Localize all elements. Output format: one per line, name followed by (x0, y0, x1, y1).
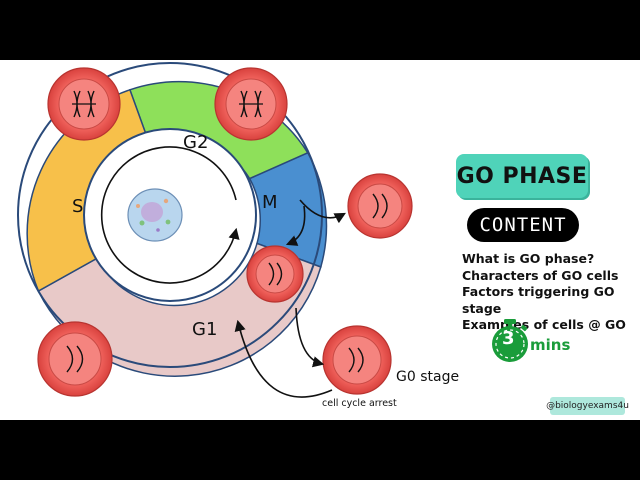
phase-label-g2: G2 (183, 132, 208, 153)
arrow-g0-to-g1 (234, 319, 333, 398)
cell-g2-phase (214, 67, 288, 141)
arrow-m-to-g1-cell (285, 205, 306, 246)
cell-g0-stage (322, 325, 392, 395)
cell-cycle-diagram: G2 M G1 S (17, 62, 413, 398)
timer-unit: mins (530, 336, 571, 354)
inner-cycle-arrow (100, 146, 240, 284)
stopwatch-icon (492, 319, 528, 362)
list-item: What is GO phase? (462, 251, 595, 266)
nucleus-illustration (127, 188, 183, 242)
content-badge: CONTENT (467, 208, 579, 242)
cell-daughter-right (347, 173, 413, 239)
page-title: GO PHASE (456, 154, 588, 198)
arrow-m-to-right-cell (299, 199, 346, 224)
timer-value: 3 (502, 328, 515, 349)
cell-g1-phase (246, 245, 304, 303)
content-canvas: G2 M G1 S (0, 60, 640, 420)
duration-timer: 3 mins (488, 318, 578, 364)
list-item: Characters of GO cells (462, 267, 619, 283)
phase-label-s: S (72, 196, 83, 217)
cell-cycle-arrest-label: cell cycle arrest (322, 398, 397, 409)
phase-label-m: M (262, 192, 278, 213)
content-badge-text: CONTENT (479, 214, 567, 236)
cell-s-phase (47, 67, 121, 141)
phase-label-g1: G1 (192, 319, 217, 340)
author-handle-text: @biologyexams4u (546, 401, 629, 411)
cell-bottom-left (37, 321, 113, 397)
list-item: Factors triggering GO stage (462, 284, 615, 316)
author-handle: @biologyexams4u (546, 397, 629, 415)
page-title-text: GO PHASE (456, 163, 588, 189)
arrow-g1-to-g0 (295, 307, 325, 368)
g0-stage-label: G0 stage (396, 369, 460, 385)
